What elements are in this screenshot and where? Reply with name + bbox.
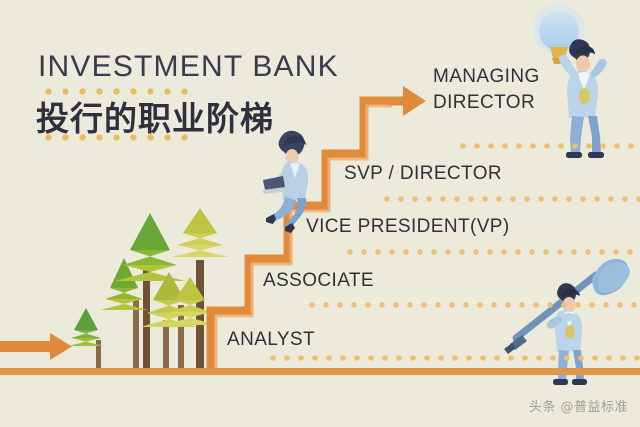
title-dots-bottom [40,134,190,141]
dotrow-associate [305,302,640,308]
step-label-managing-director-line1: MANAGING [433,66,540,87]
dotrow-vice-president [343,249,640,255]
ground-line [0,368,640,375]
title-dots-top [40,88,190,95]
step-label-associate: ASSOCIATE [263,270,374,291]
figure-laptop-illustration [262,130,309,233]
step-label-managing-director-line2: DIRECTOR [433,92,536,113]
figure-lightbulb-illustration [533,4,607,158]
dotrow-analyst [266,355,640,361]
step-label-analyst: ANALYST [227,329,315,350]
page-title-chinese: 投行的职业阶梯 [36,99,274,138]
tree-small-2 [163,277,217,325]
entry-arrow-icon [0,333,72,360]
figure-dart-illustration [504,258,630,385]
tree-group [68,208,229,370]
dotrow-managing-director [456,143,640,149]
tree-small-1 [68,308,104,346]
watermark: 头条 @普益标准 [528,400,628,415]
top-arrow-icon [388,86,426,116]
tree-tall-right [171,208,229,257]
dotrow-svp-director [380,196,640,202]
staircase-inner-shade [214,104,392,371]
step-label-vice-president: VICE PRESIDENT(VP) [306,216,510,237]
page-title-english: INVESTMENT BANK [38,50,339,83]
step-label-svp-director: SVP / DIRECTOR [344,163,502,184]
